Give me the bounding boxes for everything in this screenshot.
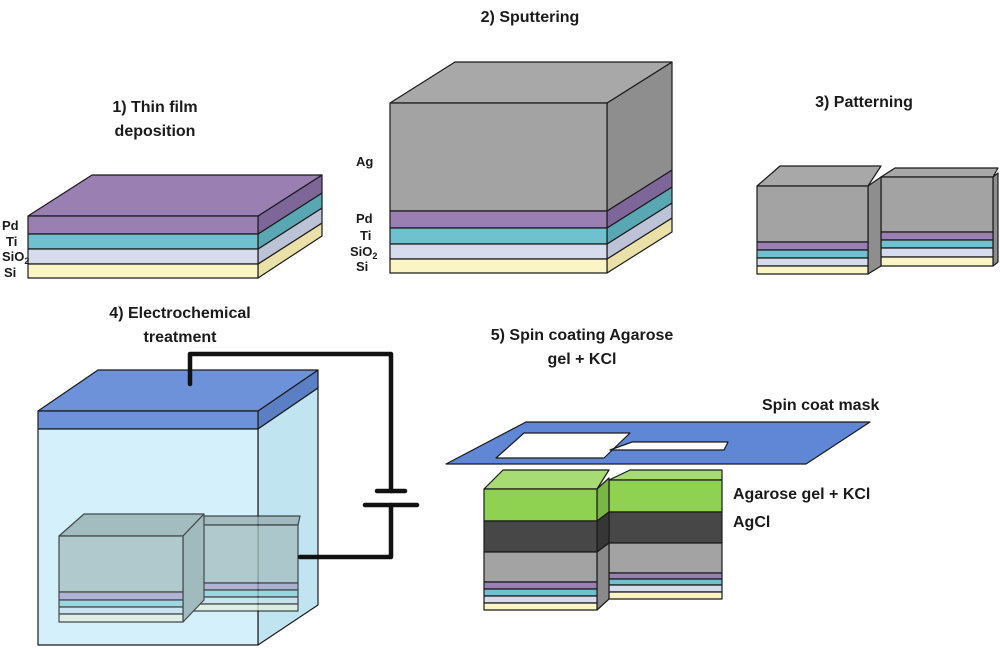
step3-left-top xyxy=(756,165,882,187)
step3-left-ag xyxy=(756,185,869,243)
step5-spin-coat-mask xyxy=(445,421,871,465)
step5-left-top xyxy=(483,469,610,490)
step4-electrolyte-beaker xyxy=(37,369,319,646)
step4-title-line2: treatment xyxy=(144,329,218,346)
step5-right-ti xyxy=(608,578,723,586)
step5-coated-electrodes xyxy=(483,469,723,611)
step1-sio2-front xyxy=(27,248,259,265)
step2-ti-front xyxy=(389,227,608,245)
step5-left-ti xyxy=(483,588,598,597)
step2-sputtered-stack xyxy=(389,61,673,274)
step5-left-gel xyxy=(483,488,598,522)
mask-opening xyxy=(495,432,631,459)
step5-title-line1: 5) Spin coating Agarose xyxy=(491,327,674,344)
mask-channel xyxy=(609,441,729,451)
step5-title-line2: gel + KCl xyxy=(548,351,617,368)
step3-left-side xyxy=(867,176,882,275)
step2-pd-front xyxy=(389,210,608,229)
step4-submerged-electrodes xyxy=(58,513,301,623)
step2-ag-front xyxy=(389,102,608,212)
step1-title-line1: 1) Thin film xyxy=(112,99,197,116)
step1-pd-front xyxy=(27,215,259,235)
callout-agarose-gel: Agarose gel + KCl xyxy=(733,486,870,503)
step1-label-pd: Pd xyxy=(2,218,19,233)
step2-title: 2) Sputtering xyxy=(481,9,580,26)
step1-si-front xyxy=(27,263,259,279)
step3-right-side xyxy=(992,172,999,267)
step5-left-pd xyxy=(483,581,598,590)
step5-right-pd xyxy=(608,572,723,580)
step4-cap-front xyxy=(37,410,259,430)
step3-right-ag xyxy=(880,176,994,233)
step5-right-gel xyxy=(608,479,723,513)
step2-label-si: Si xyxy=(356,259,368,274)
step3-right-sio2 xyxy=(880,247,994,258)
step2-label-sio2: SiO2 xyxy=(350,244,377,261)
step4-title-line1: 4) Electrochemical xyxy=(109,305,250,322)
step3-left-ti xyxy=(756,249,869,259)
step5-right-top xyxy=(608,469,723,481)
step5-left-si xyxy=(483,602,598,611)
step2-label-ti: Ti xyxy=(360,228,371,243)
step3-right-si xyxy=(880,256,994,267)
step4-battery-symbol xyxy=(362,488,420,508)
step3-left-sio2 xyxy=(756,257,869,267)
step5-left-sio2 xyxy=(483,595,598,604)
step1-label-ti: Ti xyxy=(6,234,17,249)
step5-left-agcl xyxy=(483,520,598,553)
step3-left-pd xyxy=(756,241,869,251)
step3-right-pd xyxy=(880,231,994,241)
step2-sio2-front xyxy=(389,243,608,260)
step1-title-line2: deposition xyxy=(115,123,196,140)
step3-patterned-electrodes xyxy=(756,165,999,275)
step5-left-side-base xyxy=(596,542,610,611)
step2-si-front xyxy=(389,258,608,274)
step5-left-ag xyxy=(483,551,598,583)
step3-left-si xyxy=(756,265,869,275)
step3-right-top xyxy=(880,167,999,178)
callout-spin-coat-mask: Spin coat mask xyxy=(762,397,879,414)
step4-circuit-wire xyxy=(187,351,394,560)
step5-right-sio2 xyxy=(608,584,723,593)
step5-right-agcl xyxy=(608,511,723,544)
step1-thin-film-stack xyxy=(27,174,323,279)
step2-label-pd: Pd xyxy=(356,211,373,226)
step5-right-si xyxy=(608,591,723,600)
step5-right-ag xyxy=(608,542,723,574)
step3-right-ti xyxy=(880,239,994,249)
callout-agcl: AgCl xyxy=(733,514,770,531)
step1-label-sio2: SiO2 xyxy=(2,249,29,266)
step3-title: 3) Patterning xyxy=(815,94,913,111)
step1-label-si: Si xyxy=(4,265,16,280)
step1-ti-front xyxy=(27,233,259,250)
step2-label-ag: Ag xyxy=(356,154,373,169)
